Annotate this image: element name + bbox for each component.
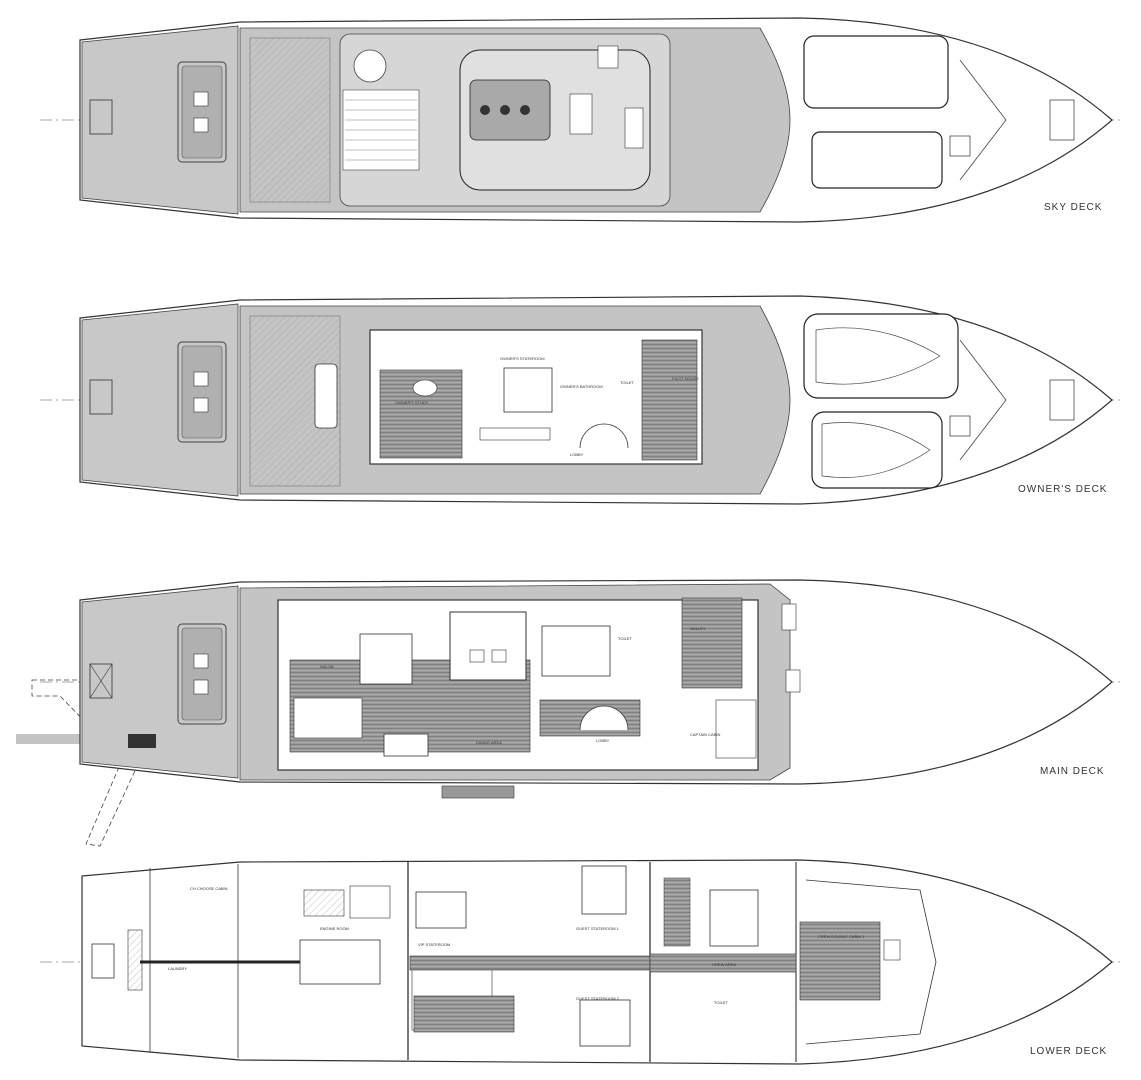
deck-label-main: MAIN DECK	[1040, 766, 1105, 777]
room-owners-lobby: LOBBY	[570, 452, 584, 457]
room-owners-stateroom: OWNER'S STATEROOM	[500, 356, 545, 361]
lower-deck-plan: LAUNDRY ENGINE ROOM CH CHOOSE CABIN VIP …	[40, 859, 1120, 1065]
deck-label-sky: SKY DECK	[1044, 202, 1103, 213]
room-owners-toilet: TOILET	[620, 380, 634, 385]
main-deck-plan: SALON DINING AREA LOBBY GALLEY TOILET CA…	[16, 579, 1120, 847]
deck-label-lower: LOWER DECK	[1030, 1046, 1108, 1057]
owners-deck-plan: OWNER'S STUDY OWNER'S STATEROOM OWNER'S …	[40, 295, 1120, 505]
room-main-lobby: LOBBY	[596, 738, 610, 743]
room-guest-stateroom-1: GUEST STATEROOM 1	[576, 926, 620, 931]
room-crew-cabin-aft: CH CHOOSE CABIN	[190, 886, 228, 891]
room-dining-area: DINING AREA	[476, 740, 502, 745]
room-salon: SALON	[320, 664, 334, 669]
room-owners-bathroom: OWNER'S BATHROOM	[560, 384, 603, 389]
room-vip-stateroom: VIP STATEROOM	[418, 942, 450, 947]
room-captain-cabin: CAPTAIN CABIN	[690, 732, 720, 737]
sky-deck-plan	[40, 17, 1120, 223]
room-crew-area: CREW AREA	[712, 962, 736, 967]
room-lower-toilet: TOILET	[714, 1000, 728, 1005]
room-galley: GALLEY	[690, 626, 706, 631]
room-engine-room: ENGINE ROOM	[320, 926, 349, 931]
room-guest-stateroom-2: GUEST STATEROOM 2	[576, 996, 620, 1001]
room-laundry: LAUNDRY	[168, 966, 187, 971]
deck-label-owners: OWNER'S DECK	[1018, 484, 1108, 495]
room-owners-study: OWNER'S STUDY	[395, 400, 429, 405]
room-pilot-house: PILOT HOUSE	[672, 376, 699, 381]
room-crew-double-cabin: CREW DOUBLE CABIN 1	[818, 934, 865, 939]
room-main-toilet: TOILET	[618, 636, 632, 641]
